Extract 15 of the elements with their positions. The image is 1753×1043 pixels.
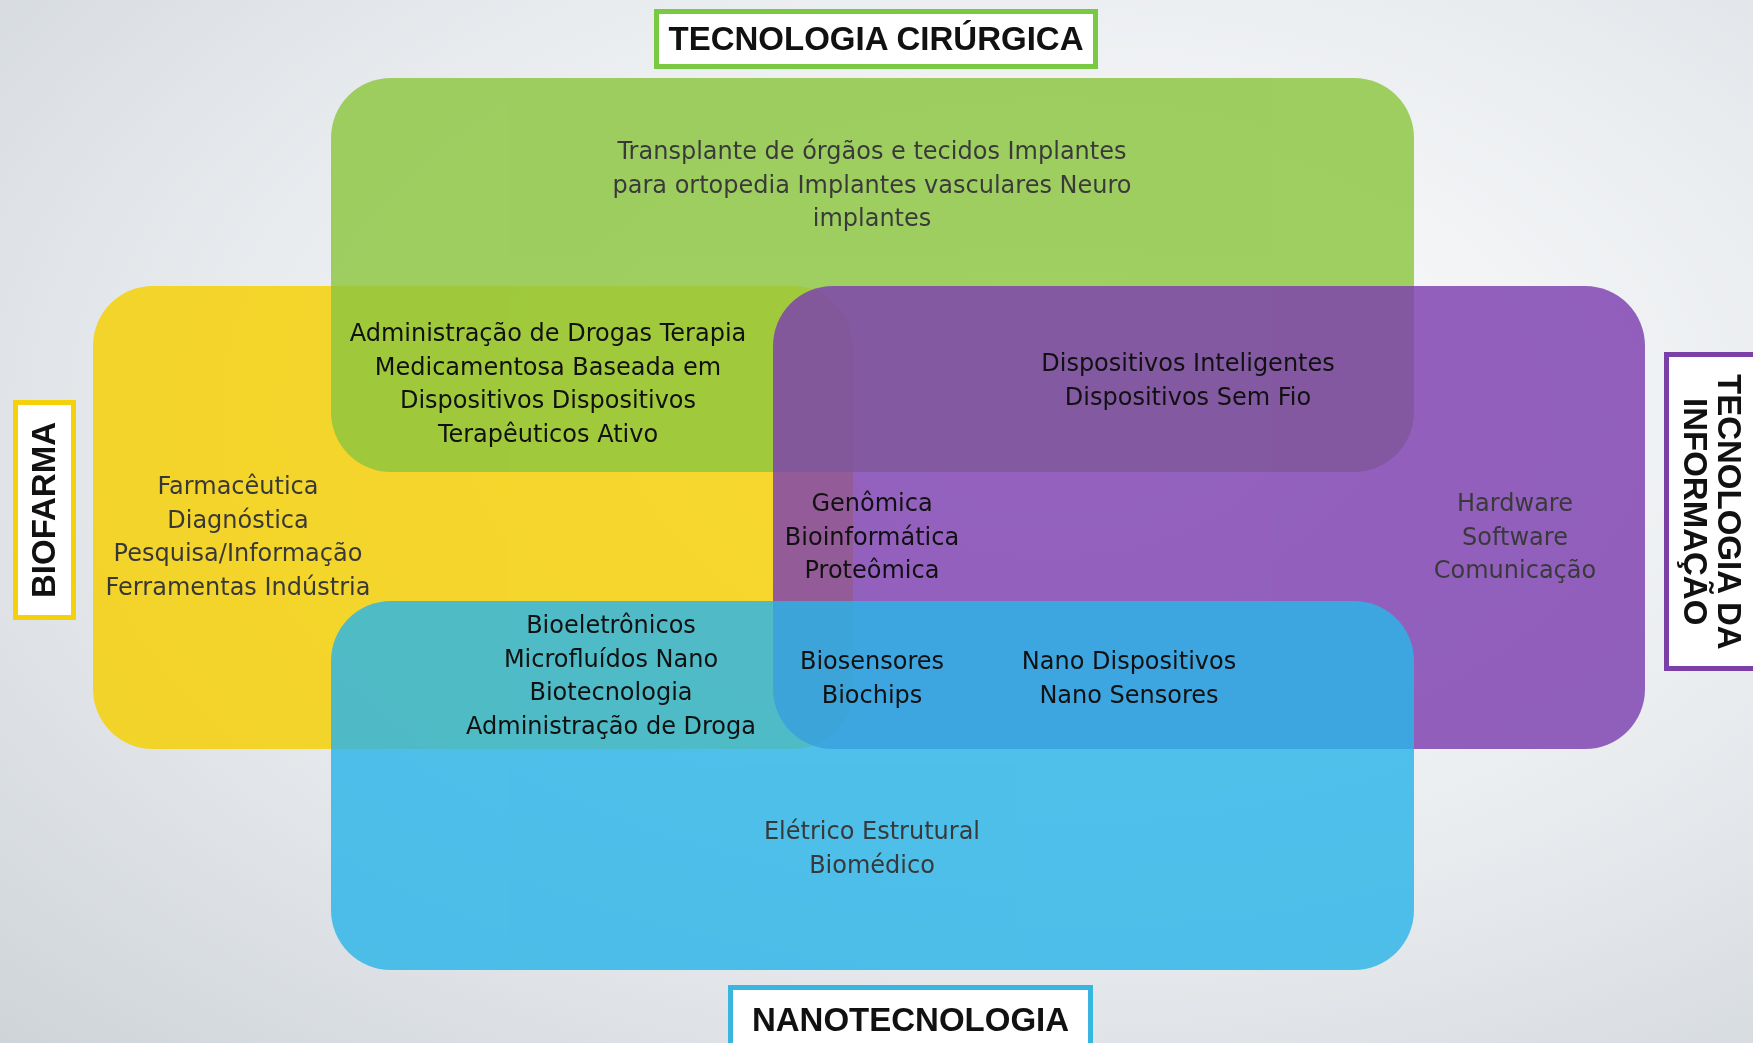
overlap-text: Nano Dispositivos Nano Sensores [1020, 645, 1238, 710]
region-text: Elétrico Estrutural Biomédico [762, 815, 982, 880]
region-text: Hardware Software Comunicação [1432, 487, 1598, 586]
overlap-text: Bioeletrônicos Microfluídos Nano Biotecnologia Administração de Droga [465, 610, 757, 742]
overlap-text: Genômica Bioinformática Proteômica [783, 487, 961, 586]
category-title: BIOFARMA [13, 400, 76, 620]
category-region [331, 601, 1414, 970]
region-text: Transplante de órgãos e tecidos Implantes para ortopedia Implantes vasculares Neuro implantes [612, 135, 1132, 234]
region-text: Farmacêutica Diagnóstica Pesquisa/Informação Ferramentas Indústria [104, 471, 372, 603]
category-title: TECNOLOGIA CIRÚRGICA [654, 9, 1098, 69]
overlap-text: Biosensores Biochips [798, 645, 946, 710]
category-title: TECNOLOGIA DA INFORMAÇÃO [1664, 352, 1753, 671]
overlap-text: Administração de Drogas Terapia Medicamentosa Baseada em Dispositivos Dispositivos Terapêuticos Ativo [348, 318, 748, 450]
overlap-text: Dispositivos Inteligentes Dispositivos Sem Fio [1040, 347, 1336, 412]
category-title: NANOTECNOLOGIA [728, 985, 1093, 1043]
